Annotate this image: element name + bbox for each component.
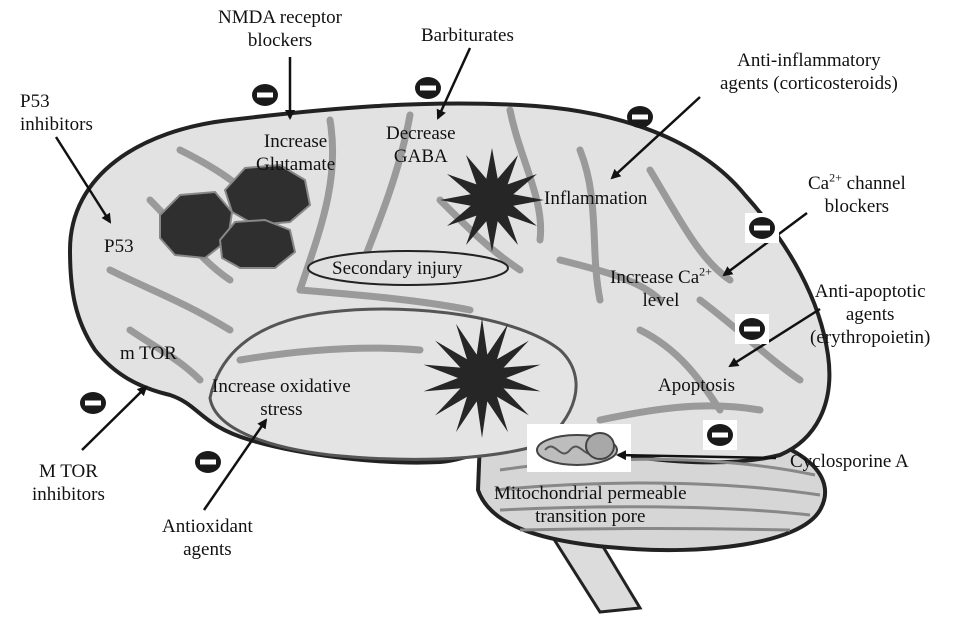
label-mtor-inhibitors: M TOR inhibitors xyxy=(32,460,105,506)
inhibit-symbol-antioxidant xyxy=(195,451,221,473)
label-inflammation: Inflammation xyxy=(544,187,647,210)
label-ca-channel-blockers: Ca2+ channel blockers xyxy=(808,172,906,218)
label-increase-glutamate: Increase Glutamate xyxy=(256,130,335,176)
mitochondrion-inset xyxy=(527,424,631,472)
inhibit-symbol-anti-apoptotic xyxy=(735,314,769,344)
label-cyclosporine: Cyclosporine A xyxy=(790,450,909,473)
label-p53: P53 xyxy=(104,235,134,258)
label-decrease-gaba: Decrease GABA xyxy=(386,122,456,168)
label-nmda-blockers: NMDA receptor blockers xyxy=(218,6,342,52)
label-increase-ca: Increase Ca2+ level xyxy=(610,266,712,312)
inhibit-symbol-mtor xyxy=(80,392,106,414)
label-mito-pore: Mitochondrial permeable transition pore xyxy=(494,482,687,528)
label-anti-apoptotic: Anti-apoptotic agents (erythropoietin) xyxy=(810,280,930,349)
label-oxidative-stress: Increase oxidative stress xyxy=(212,375,351,421)
inhibit-symbol-anti-inflammatory xyxy=(627,106,653,128)
label-mtor: m TOR xyxy=(120,342,177,365)
label-secondary-injury: Secondary injury xyxy=(332,257,462,280)
inhibit-symbol-ca-channel xyxy=(745,213,779,243)
inhibit-symbol-cyclosporine xyxy=(703,420,737,450)
label-apoptosis: Apoptosis xyxy=(658,374,735,397)
inhibit-symbol-barbiturates xyxy=(415,77,441,99)
label-anti-inflammatory: Anti-inflammatory agents (corticosteroid… xyxy=(720,49,898,95)
inhibit-symbol-nmda xyxy=(252,84,278,106)
label-p53-inhibitors: P53 inhibitors xyxy=(20,90,93,136)
label-antioxidant: Antioxidant agents xyxy=(162,515,253,561)
label-barbiturates: Barbiturates xyxy=(421,24,514,47)
